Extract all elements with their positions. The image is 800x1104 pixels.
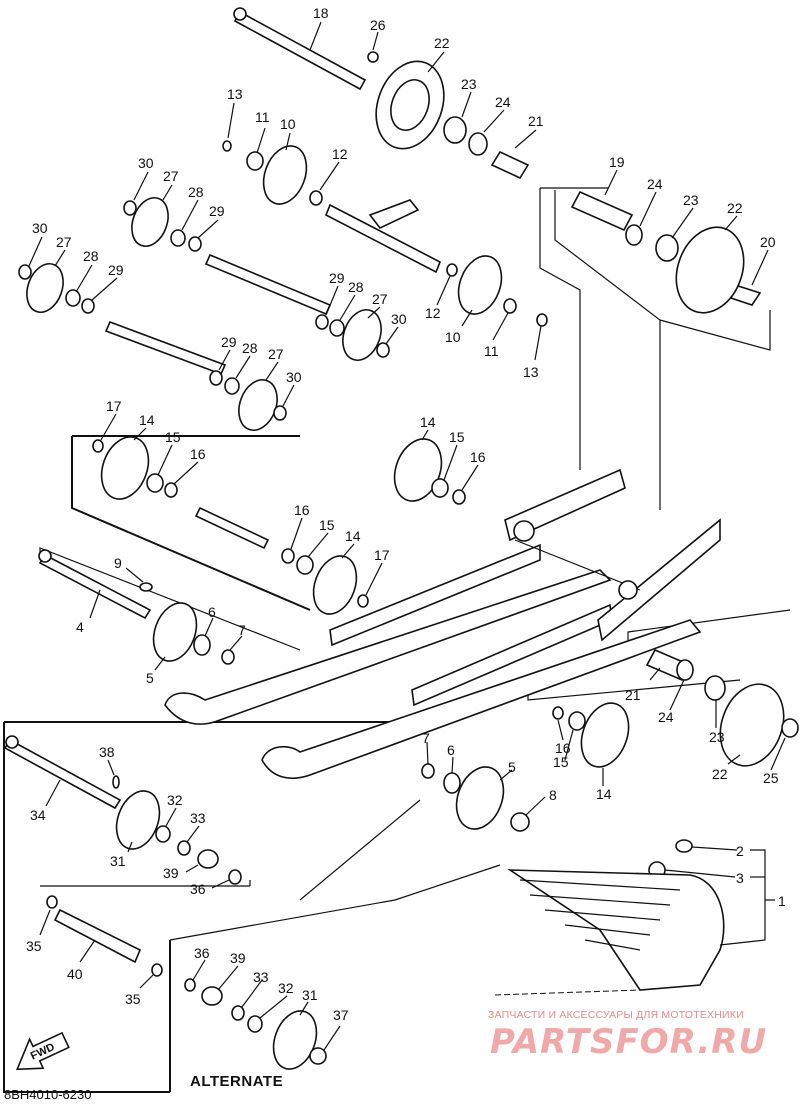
callout-15: 15 (165, 429, 181, 445)
track (494, 869, 725, 996)
callout-30c: 30 (391, 311, 407, 327)
callout-7: 7 (238, 622, 246, 638)
callout-38: 38 (99, 744, 115, 760)
callout-28b: 28 (83, 248, 99, 264)
callout-7b: 7 (422, 730, 430, 746)
callout-8: 8 (549, 787, 557, 803)
callout-15c: 15 (319, 517, 335, 533)
callout-25: 25 (763, 770, 779, 786)
callout-32: 32 (167, 792, 183, 808)
watermark-subtitle: ЗАПЧАСТИ И АКСЕССУАРЫ ДЛЯ МОТОТЕХНИКИ (488, 1009, 744, 1021)
leader-lines (28, 21, 786, 1051)
callout-36: 36 (190, 881, 206, 897)
callout-15b: 15 (449, 429, 465, 445)
callout-17: 17 (106, 398, 122, 414)
callout-24: 24 (495, 94, 511, 110)
callout-22b: 22 (727, 200, 743, 216)
callout-39b: 39 (230, 950, 246, 966)
callout-28: 28 (188, 184, 204, 200)
callout-1: 1 (778, 893, 786, 909)
callout-21b: 21 (625, 687, 641, 703)
callout-29: 29 (209, 203, 225, 219)
callout-31: 31 (110, 853, 126, 869)
callout-40: 40 (67, 966, 83, 982)
callout-16c: 16 (294, 502, 310, 518)
callout-33b: 33 (253, 969, 269, 985)
callout-30: 30 (138, 155, 154, 171)
callout-32b: 32 (278, 980, 294, 996)
callout-27d: 27 (268, 346, 284, 362)
watermark-logo: PARTSFOR.RU (490, 1022, 768, 1062)
callout-36b: 36 (194, 945, 210, 961)
callout-14b: 14 (420, 414, 436, 430)
callout-10b: 10 (445, 329, 461, 345)
callout-3: 3 (736, 870, 744, 886)
callout-13: 13 (227, 86, 243, 102)
callout-29c: 29 (329, 270, 345, 286)
callout-30b: 30 (32, 220, 48, 236)
callout-6: 6 (208, 604, 216, 620)
callout-22: 22 (434, 35, 450, 51)
callout-15d: 15 (553, 754, 569, 770)
diagram-code: 8BH4010-6230 (4, 1087, 92, 1102)
callout-12b: 12 (425, 305, 441, 321)
callout-29d: 29 (221, 334, 237, 350)
wheels (26, 60, 785, 1070)
callout-9: 9 (114, 555, 122, 571)
callout-numbers: 18 26 22 23 24 21 13 11 10 12 30 27 28 2… (26, 5, 786, 1023)
callout-23: 23 (461, 76, 477, 92)
callout-27c: 27 (372, 291, 388, 307)
fwd-arrow-icon: FWD (15, 1031, 70, 1071)
callout-11b: 11 (484, 343, 499, 359)
callout-37: 37 (333, 1007, 349, 1023)
slide-rail-frame (164, 468, 721, 779)
callout-31b: 31 (302, 987, 318, 1003)
callout-39: 39 (163, 865, 179, 881)
callout-16b: 16 (470, 449, 486, 465)
callout-4: 4 (76, 619, 84, 635)
callout-14c: 14 (345, 528, 361, 544)
callout-33: 33 (190, 810, 206, 826)
callout-23c: 23 (709, 729, 725, 745)
callout-12: 12 (332, 146, 348, 162)
callout-35: 35 (26, 938, 42, 954)
callout-17b: 17 (374, 547, 390, 563)
callout-28d: 28 (242, 340, 258, 356)
callout-24b: 24 (647, 176, 663, 192)
callout-11: 11 (255, 109, 270, 125)
callout-22c: 22 (712, 766, 728, 782)
callout-28c: 28 (348, 279, 364, 295)
callout-10: 10 (280, 116, 296, 132)
callout-5: 5 (146, 670, 154, 686)
callout-13b: 13 (523, 364, 539, 380)
callout-24c: 24 (658, 709, 674, 725)
callout-18: 18 (313, 5, 329, 21)
callout-27: 27 (163, 168, 179, 184)
small-parts (18, 51, 799, 1065)
callout-26: 26 (370, 17, 386, 33)
callout-5b: 5 (508, 759, 516, 775)
callout-14: 14 (139, 412, 155, 428)
callout-6b: 6 (447, 742, 455, 758)
callout-23b: 23 (683, 192, 699, 208)
callout-30d: 30 (286, 369, 302, 385)
callout-16: 16 (190, 446, 206, 462)
callout-27b: 27 (56, 234, 72, 250)
callout-20: 20 (760, 234, 776, 250)
callout-29b: 29 (108, 262, 124, 278)
callout-21: 21 (528, 113, 544, 129)
callout-16d: 16 (555, 740, 571, 756)
callout-2: 2 (736, 843, 744, 859)
callout-34: 34 (30, 807, 46, 823)
callout-14d: 14 (596, 786, 612, 802)
callout-19: 19 (609, 154, 625, 170)
callout-35b: 35 (125, 991, 141, 1007)
shafts (3, 7, 762, 964)
alternate-label: ALTERNATE (190, 1073, 284, 1090)
